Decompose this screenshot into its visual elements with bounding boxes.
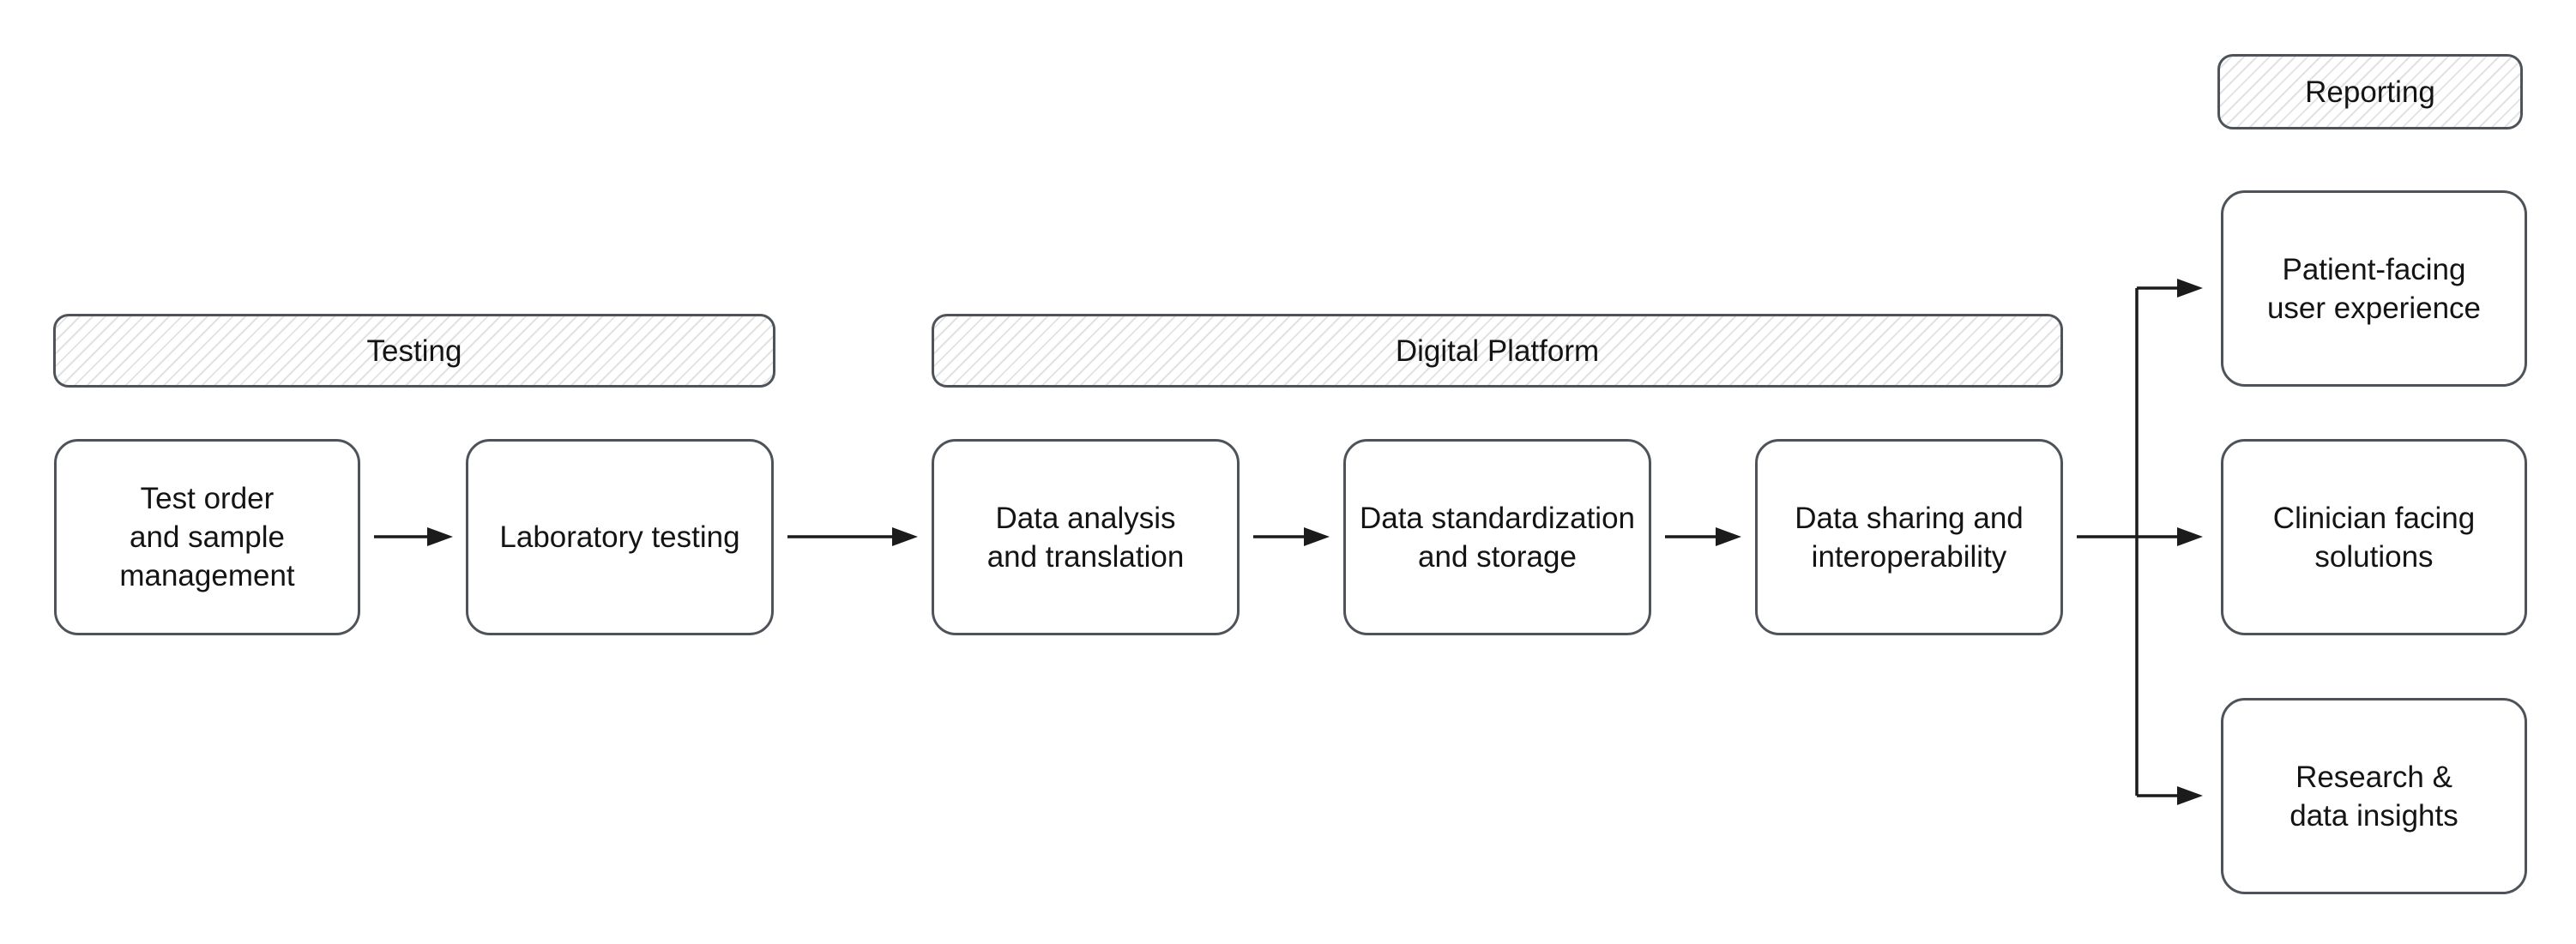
- arrow-data-sharing-to-clinician-facing: [2077, 527, 2203, 546]
- node-clinician-facing-solutions: Clinician facing solutions: [2221, 439, 2527, 635]
- node-label: Data standardization and storage: [1359, 501, 1636, 574]
- node-test-order-and-sample-management: Test order and sample management: [54, 439, 360, 635]
- arrow-branch-to-research-insights: [2137, 786, 2203, 805]
- node-label: Clinician facing solutions: [2272, 501, 2476, 574]
- node-label: Research & data insights: [2289, 760, 2458, 833]
- group-header-testing-label: Testing: [366, 334, 462, 368]
- node-label: Data analysis and translation: [986, 501, 1185, 574]
- arrow-data-standardization-to-data-sharing: [1665, 527, 1741, 546]
- arrow-branch-to-patient-facing: [2137, 279, 2203, 298]
- node-label: Patient-facing user experience: [2266, 252, 2482, 325]
- arrow-data-analysis-to-data-standardization: [1253, 527, 1330, 546]
- node-label: Data sharing and interoperability: [1795, 501, 2024, 574]
- group-header-digital-platform: Digital Platform: [932, 314, 2063, 388]
- arrow-laboratory-to-data-analysis: [787, 527, 918, 546]
- group-header-reporting-label: Reporting: [2305, 75, 2435, 109]
- group-header-testing: Testing: [53, 314, 775, 388]
- node-data-sharing-and-interoperability: Data sharing and interoperability: [1755, 439, 2063, 635]
- group-header-digital-platform-label: Digital Platform: [1395, 334, 1600, 368]
- node-laboratory-testing: Laboratory testing: [466, 439, 774, 635]
- node-label: Test order and sample management: [119, 482, 295, 592]
- group-header-reporting: Reporting: [2217, 54, 2523, 129]
- node-label: Laboratory testing: [499, 520, 740, 554]
- node-data-standardization-and-storage: Data standardization and storage: [1343, 439, 1651, 635]
- node-data-analysis-and-translation: Data analysis and translation: [932, 439, 1240, 635]
- arrow-test-order-to-laboratory: [374, 527, 453, 546]
- node-patient-facing-user-experience: Patient-facing user experience: [2221, 190, 2527, 387]
- node-research-and-data-insights: Research & data insights: [2221, 698, 2527, 894]
